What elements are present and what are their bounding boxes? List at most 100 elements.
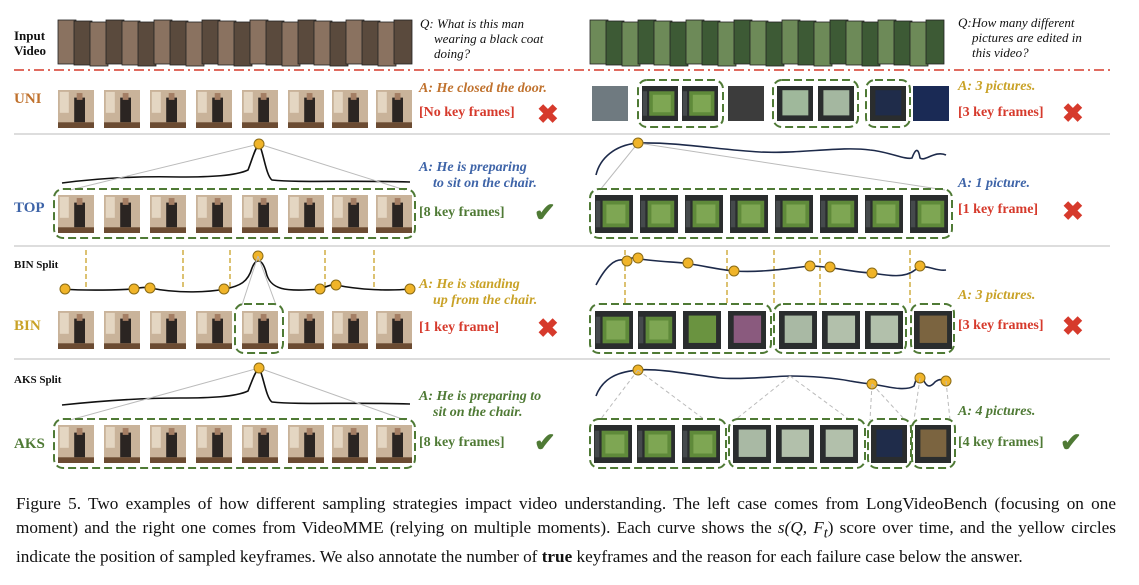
green-picture [782,90,809,116]
projection-line [69,367,260,421]
door-panel [105,312,115,334]
answer-left-bin: A: He is standing up from the chair. [419,277,537,309]
video-frame [621,21,641,67]
aks-score-curve-left [61,366,411,406]
picture-foliage [605,434,625,454]
man-figure [74,97,85,123]
answer-line: A: He closed the door. [419,81,547,96]
head-shape [350,198,357,205]
question-left-line: Q: What is this man [420,16,524,31]
answer-right-aks: A: 4 pictures. [958,404,1036,419]
wrong-icon: ✖ [1062,197,1084,226]
door-panel [197,196,207,218]
floor-strip [242,227,278,233]
man-figure [304,97,315,123]
head-shape [76,198,83,205]
door-panel [59,312,69,334]
sampled-keyframe-dot [253,138,265,150]
input-label-line1: Input [14,28,46,43]
door-panel [377,196,387,218]
answer-line: up from the chair. [433,293,538,308]
floor-strip [150,227,186,233]
figure-graphics [14,19,1110,469]
man-figure [120,202,131,228]
bin-score-curve-left [61,260,411,293]
video-frame [877,19,897,65]
floor-strip [288,227,324,233]
man-figure [348,97,359,123]
floor-strip [242,122,278,128]
video-frame [73,20,93,66]
green-picture [823,90,850,116]
door-panel [59,426,69,448]
door-panel [151,312,161,334]
video-frame [637,19,657,65]
picture-foliage [741,204,761,224]
caption-formula: s(Q, F [777,518,824,537]
door-panel [105,426,115,448]
video-frame [169,20,189,66]
green-picture [781,429,810,457]
editor-toolbar [820,200,826,228]
door-panel [243,426,253,448]
caption-formula-sub: t [823,525,828,542]
editor-toolbar [638,316,644,344]
man-figure [392,432,403,458]
dark-texture [728,86,764,121]
caption-bold-word: true [541,547,573,567]
wrong-icon: ✖ [537,100,559,129]
floor-strip [104,122,140,128]
answer-left-aks: A: He is preparing to sit on the chair. [419,389,541,421]
editor-toolbar [685,200,691,228]
video-frame [153,19,173,65]
floor-strip [58,343,94,349]
picture-foliage [696,204,716,224]
head-shape [122,93,129,100]
man-figure [166,202,177,228]
video-frame [749,20,769,66]
answer-line: A: He is preparing to [419,389,542,404]
floor-strip [196,457,232,463]
door-panel [105,196,115,218]
caption-text-2: score over time, and the yellow circles … [16,518,1116,567]
floor-strip [150,457,186,463]
head-shape [214,314,221,321]
blue-picture [875,90,902,116]
door-panel [377,426,387,448]
floor-strip [376,122,412,128]
bin-keyframe-dots-left [59,250,416,295]
video-frame [345,19,365,65]
satellite-view [592,86,628,121]
door-panel [197,312,207,334]
keyframes-right-top: [1 key frame] [958,202,1039,217]
head-shape [394,93,401,100]
sampled-keyframe-dot [253,362,265,374]
video-frame [377,21,397,67]
wrong-icon: ✖ [1062,99,1084,128]
door-panel [333,426,343,448]
door-panel [289,91,299,113]
door-panel [59,196,69,218]
editor-toolbar [642,91,648,116]
man-figure [120,97,131,123]
picture-foliage [831,204,851,224]
wrong-icon: ✖ [1062,312,1084,341]
man-figure [120,432,131,458]
head-shape [260,428,267,435]
door-panel [333,312,343,334]
floor-strip [332,343,368,349]
keyframes-left-bin: [1 key frame] [419,320,500,335]
man-figure [392,202,403,228]
bin-split-label: BIN Split [14,259,59,271]
door-panel [243,91,253,113]
picture-foliage [921,204,941,224]
head-shape [260,314,267,321]
floor-strip [196,122,232,128]
man-figure [392,97,403,123]
video-frame [185,21,205,67]
video-frame [653,20,673,66]
head-shape [122,428,129,435]
caption-formula-end: ) [827,518,834,537]
door-panel [377,312,387,334]
row-label-uni: UNI [14,91,42,107]
